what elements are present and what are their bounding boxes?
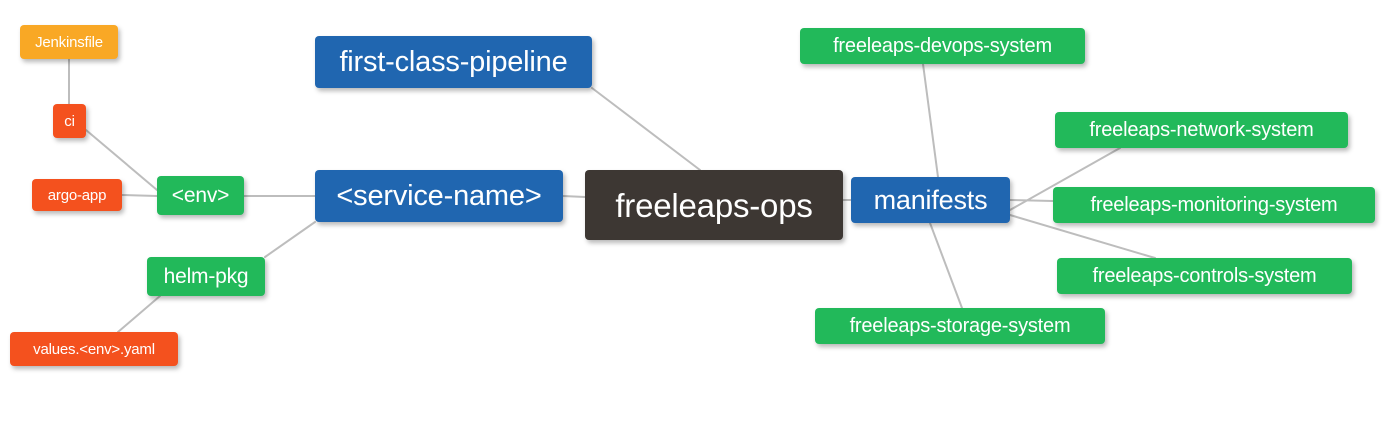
node-label-argo-app: argo-app [47,186,107,204]
node-label-freeleaps-ops: freeleaps-ops [615,186,813,224]
edge-first-class-pipeline-to-freeleaps-ops [591,87,701,171]
edge-manifests-to-freeleaps-storage-system [929,222,963,309]
node-manifests[interactable]: manifests [851,177,1010,223]
edge-argo-app-to-env [121,194,158,197]
node-values-yaml[interactable]: values.<env>.yaml [10,332,178,366]
node-argo-app[interactable]: argo-app [32,179,122,211]
node-freeleaps-devops-system[interactable]: freeleaps-devops-system [800,28,1085,64]
node-freeleaps-ops[interactable]: freeleaps-ops [585,170,843,240]
node-label-jenkinsfile: Jenkinsfile [35,33,103,51]
node-label-freeleaps-controls-system: freeleaps-controls-system [1092,265,1317,287]
node-label-manifests: manifests [873,184,988,215]
node-helm-pkg[interactable]: helm-pkg [147,257,265,296]
edge-service-name-to-freeleaps-ops [562,195,586,198]
node-label-helm-pkg: helm-pkg [163,265,249,288]
node-freeleaps-network-system[interactable]: freeleaps-network-system [1055,112,1348,148]
node-jenkinsfile[interactable]: Jenkinsfile [20,25,118,59]
node-label-env: <env> [171,184,230,207]
node-label-values-yaml: values.<env>.yaml [33,340,155,358]
node-freeleaps-storage-system[interactable]: freeleaps-storage-system [815,308,1105,344]
node-freeleaps-monitoring-system[interactable]: freeleaps-monitoring-system [1053,187,1375,223]
node-label-freeleaps-devops-system: freeleaps-devops-system [833,35,1052,57]
node-label-service-name: <service-name> [336,179,542,212]
edge-helm-pkg-to-values-yaml [117,295,161,333]
node-label-freeleaps-monitoring-system: freeleaps-monitoring-system [1090,194,1338,216]
node-label-freeleaps-storage-system: freeleaps-storage-system [849,315,1071,337]
node-label-freeleaps-network-system: freeleaps-network-system [1089,119,1314,141]
node-service-name[interactable]: <service-name> [315,170,563,222]
node-freeleaps-controls-system[interactable]: freeleaps-controls-system [1057,258,1352,294]
node-ci[interactable]: ci [53,104,86,138]
edge-manifests-to-freeleaps-monitoring-system [1009,199,1054,202]
node-env[interactable]: <env> [157,176,244,215]
node-first-class-pipeline[interactable]: first-class-pipeline [315,36,592,88]
node-label-ci: ci [64,112,75,130]
edge-service-name-to-helm-pkg [264,221,316,258]
edge-manifests-to-freeleaps-devops-system [922,63,939,178]
node-label-first-class-pipeline: first-class-pipeline [339,45,568,78]
